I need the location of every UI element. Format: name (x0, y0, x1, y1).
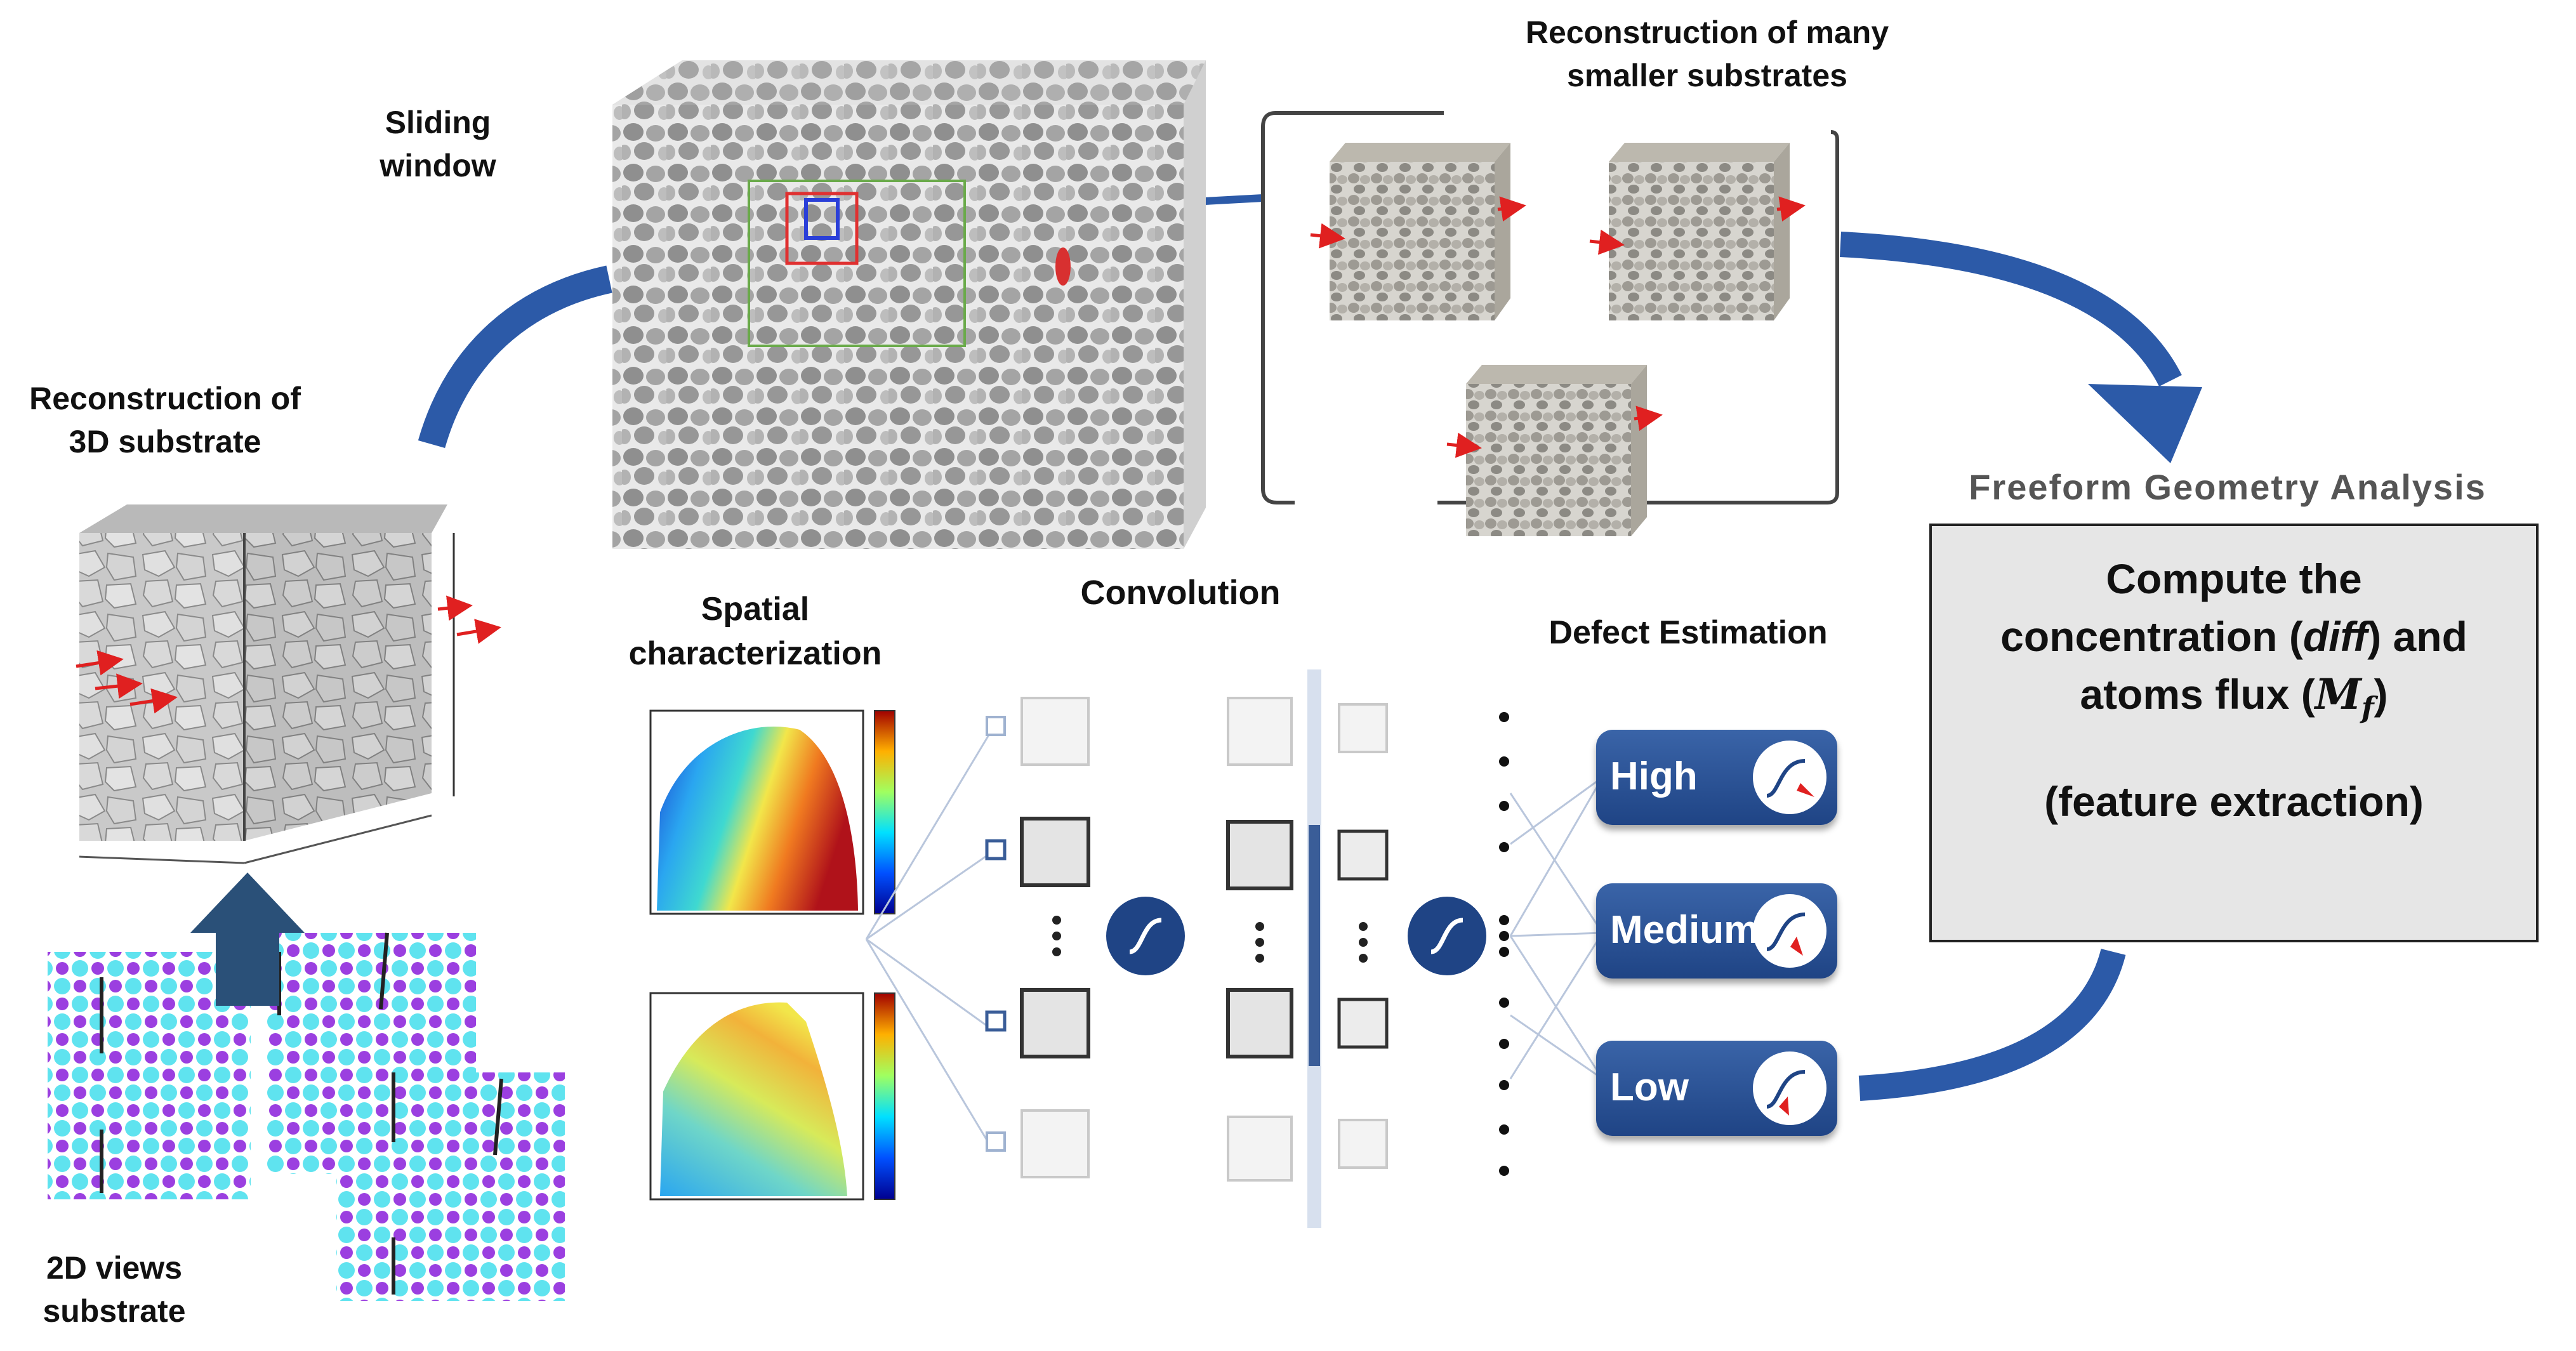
label-spatial-line2: characterization (628, 635, 882, 673)
heatmap-bottom (649, 992, 895, 1201)
flow-arrow-left (418, 265, 612, 449)
label-reconstruction-3d-line2: 3D substrate (69, 423, 261, 459)
defect-medium-label: Medium (1610, 908, 1759, 952)
defect-low-label: Low (1610, 1065, 1689, 1109)
label-spatial-line1: Spatial (701, 591, 810, 628)
label-reconstruction-many-line1: Reconstruction of many (1525, 15, 1889, 50)
curve-gauge-icon (1753, 1051, 1826, 1125)
curve-gauge-icon (1753, 741, 1826, 814)
compute-line2-a: concentration ( (2000, 613, 2303, 661)
heatmap-top (649, 709, 895, 915)
substrates-frame (1261, 111, 1839, 504)
activation-1 (1106, 897, 1185, 975)
small-substrate-2 (1589, 143, 1806, 320)
curve-gauge-icon (1753, 894, 1826, 968)
activation-2 (1408, 897, 1486, 975)
compute-line3: atoms flux (Mf) (1932, 666, 2536, 728)
compute-line3-a: atoms flux ( (2080, 671, 2315, 718)
defect-high-label: High (1610, 755, 1698, 798)
compute-box: Compute the concentration (diff) and ato… (1929, 524, 2539, 942)
small-substrate-3 (1446, 365, 1663, 536)
label-spatial: Spatial characterization (590, 587, 920, 676)
compute-line2-diff: diff (2302, 613, 2368, 661)
defect-high-button[interactable]: High (1596, 730, 1837, 825)
label-reconstruction-3d-line1: Reconstruction of (29, 381, 301, 416)
label-2d-views-line1: 2D views (46, 1250, 182, 1286)
substrate-3d-cube (76, 504, 501, 864)
compute-box-text: Compute the concentration (diff) and ato… (1932, 550, 2536, 831)
label-sliding-window: Sliding window (343, 102, 533, 187)
label-2d-views: 2D views substrate (0, 1247, 228, 1333)
conv-layer-1 (985, 697, 1090, 1178)
flow-arrow-right (1839, 232, 2182, 387)
compute-line3-f: f (2361, 690, 2374, 725)
compute-line3-m: M (2315, 669, 2361, 720)
flow-arrow-bottom (1858, 948, 2126, 1101)
compute-line2-b: ) and (2367, 613, 2467, 661)
compute-line1: Compute the (2106, 555, 2362, 602)
defect-low-button[interactable]: Low (1596, 1041, 1837, 1136)
label-sliding-window-line1: Sliding (385, 105, 491, 140)
flow-arrow-right-head (2088, 384, 2202, 463)
label-reconstruction-many-line2: smaller substrates (1567, 57, 1847, 93)
label-convolution: Convolution (1080, 574, 1281, 612)
label-reconstruction-3d: Reconstruction of 3D substrate (0, 378, 330, 463)
conv-layer-2 (1226, 669, 1389, 1228)
compute-line3-b: ) (2374, 671, 2388, 718)
label-defect-estimation: Defect Estimation (1549, 614, 1828, 651)
upward-arrow (190, 873, 305, 1006)
cnn-schematic (865, 732, 1604, 1146)
label-2d-views-line2: substrate (43, 1293, 186, 1329)
label-sliding-window-line2: window (380, 147, 496, 183)
defect-medium-button[interactable]: Medium (1596, 883, 1837, 979)
output-nodes (1499, 712, 1509, 1176)
small-substrate-1 (1310, 143, 1526, 320)
freeform-geometry-title: Freeform Geometry Analysis (1969, 467, 2487, 507)
compute-spacer (1932, 728, 2536, 773)
lattice-views-2d (48, 932, 565, 1301)
compute-line2: concentration (diff) and (1932, 608, 2536, 666)
label-reconstruction-many: Reconstruction of many smaller substrate… (1415, 11, 1999, 97)
sliding-window-cube (612, 60, 1206, 549)
compute-line4: (feature extraction) (2044, 777, 2424, 825)
